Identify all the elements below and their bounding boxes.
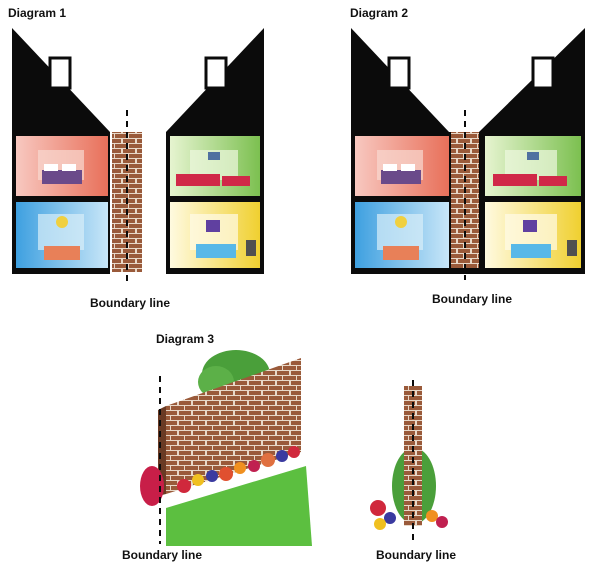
lawn: [166, 466, 312, 546]
bed: [42, 170, 82, 184]
diagram1: [12, 28, 264, 286]
left-chimney: [48, 56, 72, 90]
diagram3-left-boundary-label: Boundary line: [122, 548, 203, 562]
diagram1-title: Diagram 1: [8, 6, 67, 20]
left-chimney: [387, 56, 411, 90]
right-house: [479, 28, 585, 274]
sofa: [196, 244, 236, 258]
diagram2: [351, 28, 585, 280]
sofa: [44, 246, 80, 260]
sofa: [383, 246, 419, 260]
sofa: [511, 244, 551, 258]
right-house: [166, 28, 264, 274]
bed: [176, 174, 220, 186]
garden-wall-scene: [140, 350, 312, 546]
diagram1-boundary-label: Boundary line: [90, 296, 171, 310]
garden-pillar-scene: [370, 380, 448, 544]
left-house: [351, 28, 451, 272]
diagram2-boundary-label: Boundary line: [432, 292, 513, 306]
diagram3: [140, 350, 448, 546]
right-chimney: [531, 56, 555, 90]
right-chimney: [204, 56, 228, 90]
left-house: [12, 28, 110, 274]
brick-pillar: [404, 386, 422, 526]
diagram3-title: Diagram 3: [156, 332, 215, 346]
bed: [493, 174, 537, 186]
bed: [381, 170, 421, 184]
diagram2-title: Diagram 2: [350, 6, 409, 20]
diagram3-right-boundary-label: Boundary line: [376, 548, 457, 562]
